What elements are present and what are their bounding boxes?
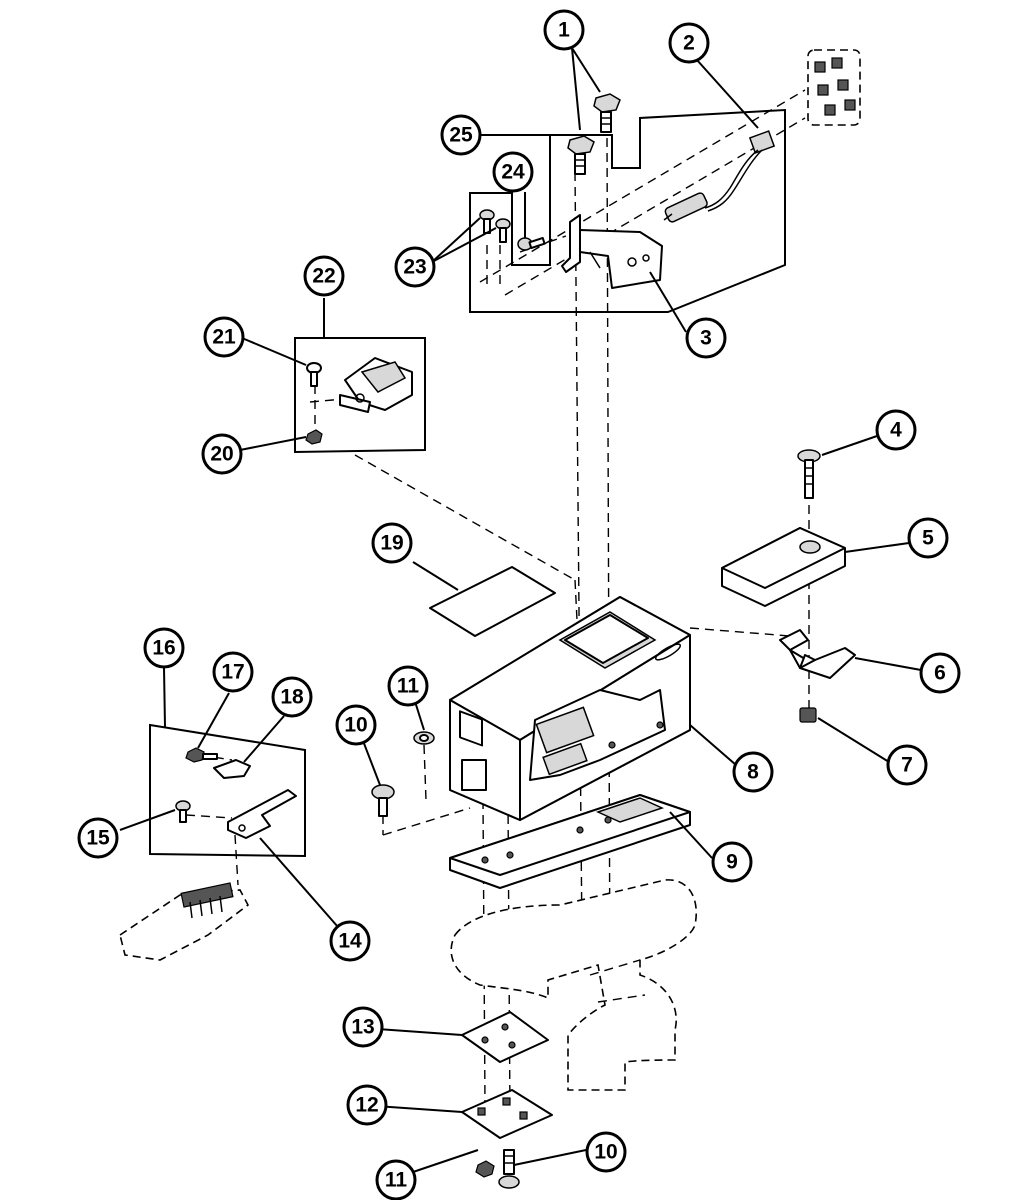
terminal-block-ghost xyxy=(807,49,861,126)
callout-23: 23 xyxy=(394,246,436,288)
screw-part-17 xyxy=(185,747,218,763)
nut-part-11a xyxy=(413,731,435,745)
callout-5: 5 xyxy=(907,517,949,559)
svg-text:10: 10 xyxy=(594,1141,617,1164)
group-box-22 xyxy=(294,337,426,454)
svg-text:24: 24 xyxy=(501,161,525,184)
bracket-part-14 xyxy=(227,789,297,839)
svg-text:15: 15 xyxy=(86,827,110,850)
svg-text:25: 25 xyxy=(449,124,473,147)
callout-21: 21 xyxy=(203,316,245,358)
bracket-part-3 xyxy=(561,214,663,289)
svg-text:17: 17 xyxy=(221,661,244,684)
callout-10-lower: 10 xyxy=(585,1131,627,1173)
callout-11-upper: 11 xyxy=(387,665,429,707)
svg-text:16: 16 xyxy=(152,637,175,660)
callout-3: 3 xyxy=(685,317,727,359)
plate-part-12 xyxy=(461,1089,553,1139)
callout-7: 7 xyxy=(886,744,928,786)
svg-text:21: 21 xyxy=(212,326,236,349)
label-panel-part-19 xyxy=(429,566,556,637)
svg-text:23: 23 xyxy=(403,256,426,279)
svg-text:1: 1 xyxy=(558,19,570,42)
svg-text:8: 8 xyxy=(747,761,759,784)
bolt-part-1b xyxy=(593,93,621,133)
svg-text:20: 20 xyxy=(210,443,233,466)
callout-10-upper: 10 xyxy=(335,704,377,746)
dryer-base-outline xyxy=(450,879,697,1091)
callout-16: 16 xyxy=(143,627,185,669)
svg-text:11: 11 xyxy=(385,1169,408,1192)
svg-text:2: 2 xyxy=(683,32,695,55)
callout-8: 8 xyxy=(732,751,774,793)
svg-text:14: 14 xyxy=(338,930,362,953)
callout-20: 20 xyxy=(201,433,243,475)
housing-part-8 xyxy=(449,596,691,821)
bolt-part-10b xyxy=(498,1149,520,1189)
plate-part-13 xyxy=(461,1011,549,1063)
callout-1: 1 xyxy=(543,9,585,51)
callout-11-lower: 11 xyxy=(375,1159,417,1200)
cover-plate-part-5 xyxy=(721,527,846,607)
callout-17: 17 xyxy=(212,651,254,693)
svg-text:4: 4 xyxy=(890,419,902,442)
base-plate-part-9 xyxy=(449,794,691,889)
screw-part-21 xyxy=(306,362,322,387)
callout-18: 18 xyxy=(271,676,313,718)
screw-part-23b xyxy=(495,218,511,243)
clip-part-7 xyxy=(799,707,817,723)
screw-part-15 xyxy=(175,800,191,823)
svg-text:3: 3 xyxy=(700,327,712,350)
svg-text:6: 6 xyxy=(934,662,946,685)
svg-text:18: 18 xyxy=(280,686,304,709)
callout-19: 19 xyxy=(371,522,413,564)
callout-22: 22 xyxy=(303,255,345,297)
screw-part-24 xyxy=(517,236,546,251)
callout-2: 2 xyxy=(668,22,710,64)
callout-9: 9 xyxy=(711,841,753,883)
callout-6: 6 xyxy=(919,652,961,694)
nut-part-20 xyxy=(305,429,323,445)
wire-harness-part xyxy=(663,130,776,223)
svg-text:12: 12 xyxy=(355,1094,378,1117)
callout-15: 15 xyxy=(77,817,119,859)
callout-25: 25 xyxy=(440,114,482,156)
svg-text:13: 13 xyxy=(351,1016,374,1039)
leader-lines xyxy=(119,47,922,1173)
svg-text:5: 5 xyxy=(922,527,934,550)
group-box-16 xyxy=(149,723,306,858)
bracket-part-22 xyxy=(339,357,413,413)
group-box-25 xyxy=(469,108,786,313)
callout-24: 24 xyxy=(492,151,534,193)
callout-4: 4 xyxy=(875,409,917,451)
svg-text:22: 22 xyxy=(312,265,335,288)
bolt-part-10a xyxy=(371,784,395,817)
svg-text:11: 11 xyxy=(397,675,420,698)
svg-text:9: 9 xyxy=(726,851,738,874)
bolt-part-1a xyxy=(567,135,595,175)
svg-text:7: 7 xyxy=(901,754,913,777)
clip-part-18 xyxy=(213,759,251,779)
callout-14: 14 xyxy=(329,920,371,962)
nut-part-11b xyxy=(475,1160,495,1178)
clip-bracket-part-6 xyxy=(779,629,856,679)
screw-part-4 xyxy=(797,449,821,499)
svg-text:19: 19 xyxy=(380,532,403,555)
svg-text:10: 10 xyxy=(344,714,367,737)
connector-ghost xyxy=(119,882,250,961)
callout-13: 13 xyxy=(342,1006,384,1048)
callout-12: 12 xyxy=(346,1084,388,1126)
